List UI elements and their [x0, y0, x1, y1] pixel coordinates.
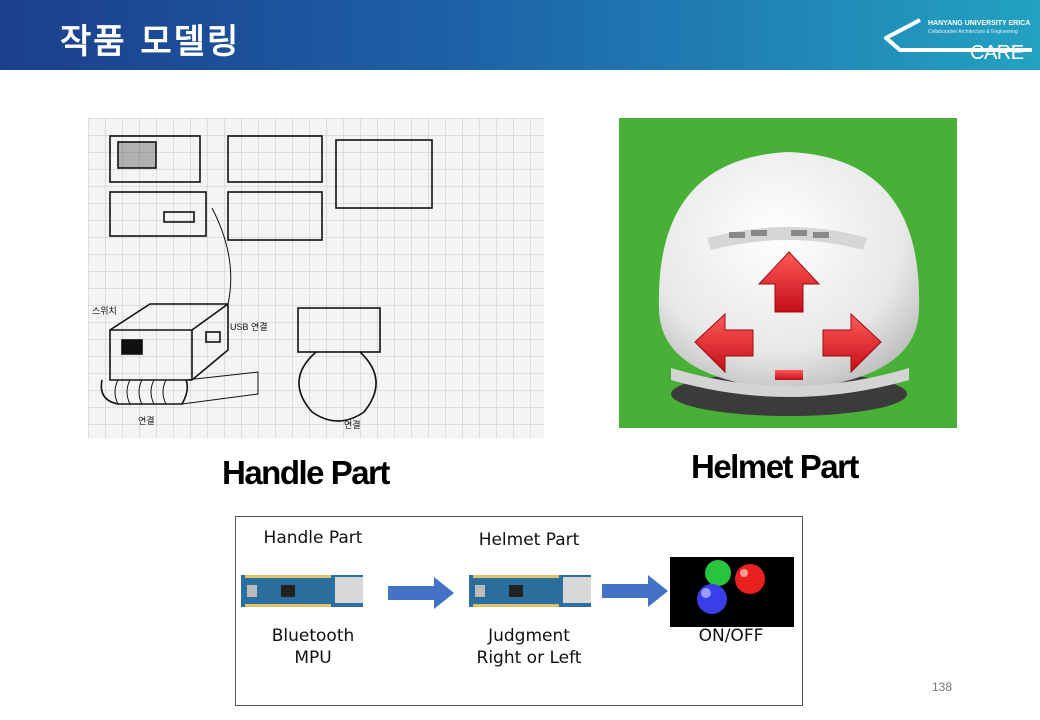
sketch-label-switch: 스위치	[92, 305, 117, 316]
rgb-led-image	[670, 557, 794, 627]
helmet-part-caption: Helmet Part	[691, 448, 859, 485]
handle-part-caption: Handle Part	[222, 454, 390, 491]
helmet-image	[619, 118, 957, 428]
flow-step1-desc: Bluetooth MPU	[271, 626, 355, 668]
page-number: 138	[932, 680, 953, 694]
handle-sketch-image: USB 연결 스위치 연결 연결	[88, 118, 544, 438]
flow-arrow-1	[388, 577, 454, 609]
header-bar: 작품 모델링 HANYANG UNIVERSITY ERICA Collabor…	[0, 0, 1040, 70]
sketch-label-usb: USB 연결	[230, 322, 268, 332]
page-title: 작품 모델링	[60, 22, 241, 62]
arduino-board-handle	[241, 575, 363, 607]
logo-chevron-icon	[884, 18, 1032, 52]
flow-step1-title: Handle Part	[263, 528, 363, 548]
logo-subtitle: Collaborative Architecture & Engineering	[928, 29, 1018, 35]
flow-step2-title: Helmet Part	[478, 530, 580, 550]
care-logo: HANYANG UNIVERSITY ERICA Collaborative A…	[876, 14, 1036, 68]
sketch-label-link-1: 연결	[138, 416, 155, 426]
sketch-label-link-2: 연결	[344, 420, 361, 430]
flow-step2-desc: Judgment Right or Left	[476, 626, 582, 668]
arduino-board-helmet	[469, 575, 591, 607]
logo-name: CARE	[970, 42, 1024, 64]
logo-university: HANYANG UNIVERSITY ERICA	[928, 20, 1031, 27]
flow-arrow-2	[602, 575, 668, 607]
flow-step3-desc: ON/OFF	[698, 626, 764, 646]
flow-diagram: Handle Part Helmet Part Bluetooth MPU Ju…	[235, 516, 803, 706]
